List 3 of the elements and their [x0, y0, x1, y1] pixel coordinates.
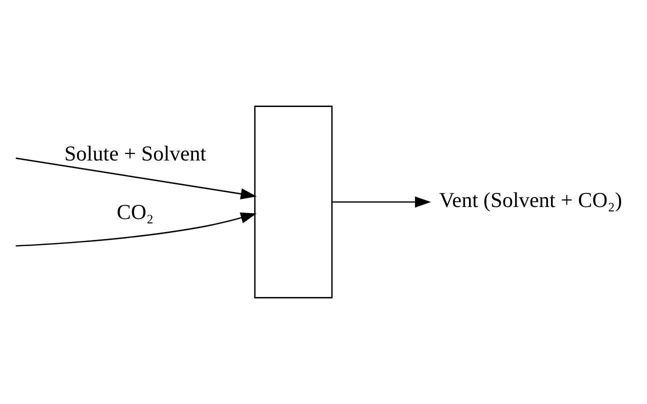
node-text: Vent (Solvent + CO₂)	[439, 188, 622, 212]
edge-label: CO₂	[116, 200, 154, 224]
edge-label: Solute + Solvent	[64, 142, 206, 166]
